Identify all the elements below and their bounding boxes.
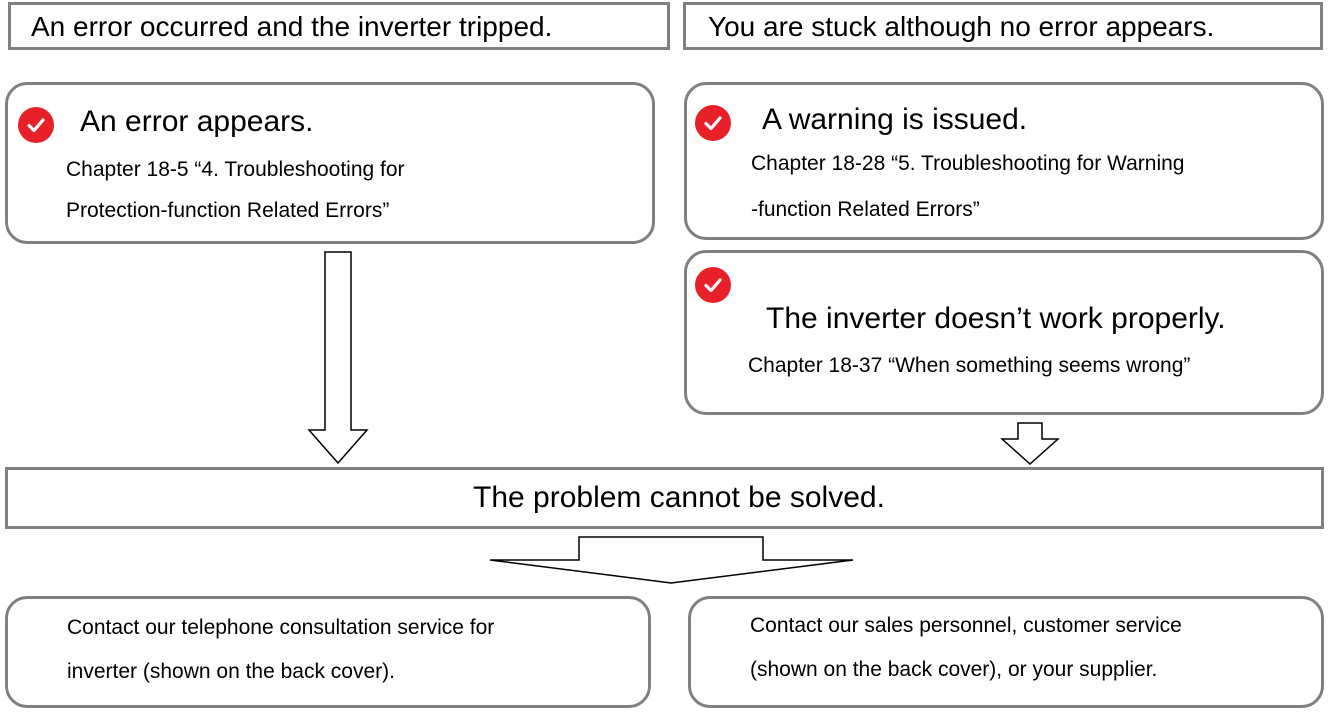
not-working-title: The inverter doesn’t work properly. xyxy=(766,302,1226,335)
sales-contact-box: Contact our sales personnel, customer se… xyxy=(688,596,1324,708)
unsolved-text: The problem cannot be solved. xyxy=(473,481,885,514)
warning-issued-ref-line2: -function Related Errors” xyxy=(751,198,980,221)
down-arrow xyxy=(489,536,854,584)
not-working-box: The inverter doesn’t work properly. Chap… xyxy=(684,250,1324,415)
header-left-text: An error occurred and the inverter tripp… xyxy=(31,11,553,42)
check-icon xyxy=(695,105,731,141)
unsolved-box: The problem cannot be solved. xyxy=(5,467,1324,529)
error-appears-box: An error appears. Chapter 18-5 “4. Troub… xyxy=(5,82,655,244)
error-appears-ref-line1: Chapter 18-5 “4. Troubleshooting for xyxy=(66,158,405,181)
header-left-box: An error occurred and the inverter tripp… xyxy=(8,2,670,50)
not-working-ref-line1: Chapter 18-37 “When something seems wron… xyxy=(748,354,1191,377)
telephone-contact-line2: inverter (shown on the back cover). xyxy=(67,660,395,683)
warning-issued-title: A warning is issued. xyxy=(762,103,1028,136)
warning-issued-ref-line1: Chapter 18-28 “5. Troubleshooting for Wa… xyxy=(751,152,1185,175)
error-appears-ref-line2: Protection-function Related Errors” xyxy=(66,199,390,222)
header-right-text: You are stuck although no error appears. xyxy=(708,11,1215,42)
telephone-contact-line1: Contact our telephone consultation servi… xyxy=(67,616,495,639)
header-right-box: You are stuck although no error appears. xyxy=(683,2,1323,50)
down-arrow xyxy=(1000,422,1060,466)
down-arrow xyxy=(307,251,369,465)
sales-contact-line1: Contact our sales personnel, customer se… xyxy=(750,614,1182,637)
check-icon xyxy=(695,267,731,303)
warning-issued-box: A warning is issued. Chapter 18-28 “5. T… xyxy=(684,82,1324,240)
sales-contact-line2: (shown on the back cover), or your suppl… xyxy=(750,658,1158,681)
error-appears-title: An error appears. xyxy=(80,105,314,138)
telephone-contact-box: Contact our telephone consultation servi… xyxy=(5,596,651,708)
check-icon xyxy=(18,107,54,143)
